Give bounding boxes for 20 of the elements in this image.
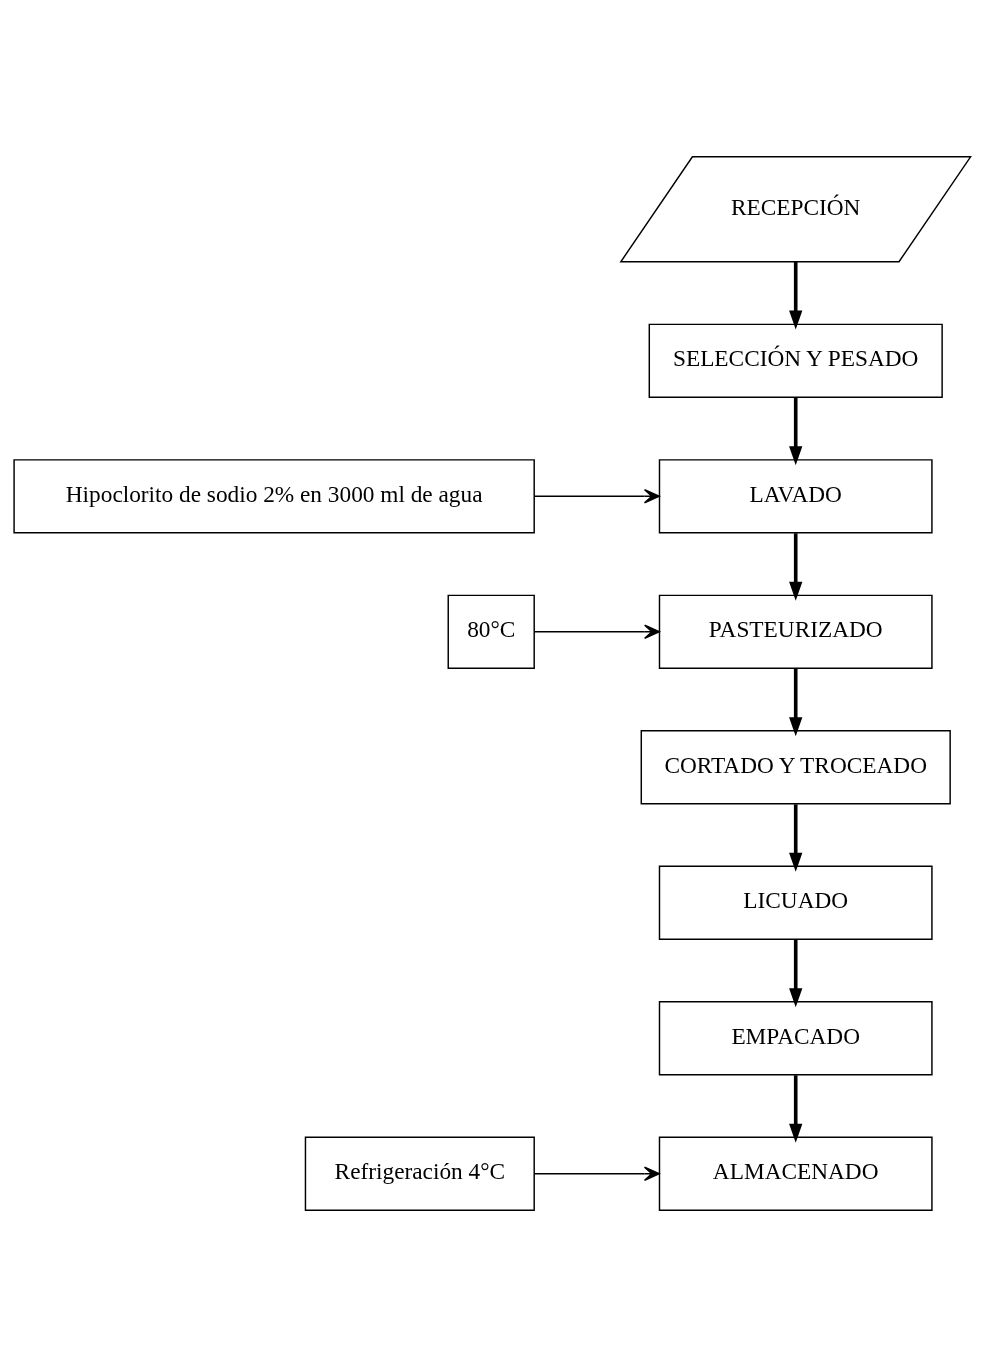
- node-box: LAVADO: [658, 458, 933, 533]
- arrow: [789, 397, 803, 465]
- node-box: SELECCIÓN Y PESADO: [648, 323, 943, 398]
- arrow: [789, 668, 803, 736]
- node-box: ALMACENADO: [658, 1136, 933, 1211]
- arrow: [789, 532, 803, 601]
- node-box: Refrigeración 4°C: [304, 1136, 535, 1211]
- arrow: [789, 261, 803, 330]
- arrow: [533, 488, 660, 504]
- arrow: [533, 1165, 660, 1181]
- node-box: Hipoclorito de sodio 2% en 3000 ml de agua: [13, 458, 535, 533]
- arrow: [789, 1074, 803, 1143]
- arrow: [533, 624, 660, 639]
- node-box: 80°C: [447, 594, 535, 669]
- node-box: CORTADO Y TROCEADO: [640, 729, 951, 804]
- arrow: [789, 803, 803, 872]
- arrow: [789, 939, 803, 1007]
- node-box: EMPACADO: [658, 1000, 933, 1075]
- node-box: LICUADO: [658, 865, 933, 940]
- node-box: PASTEURIZADO: [658, 594, 933, 669]
